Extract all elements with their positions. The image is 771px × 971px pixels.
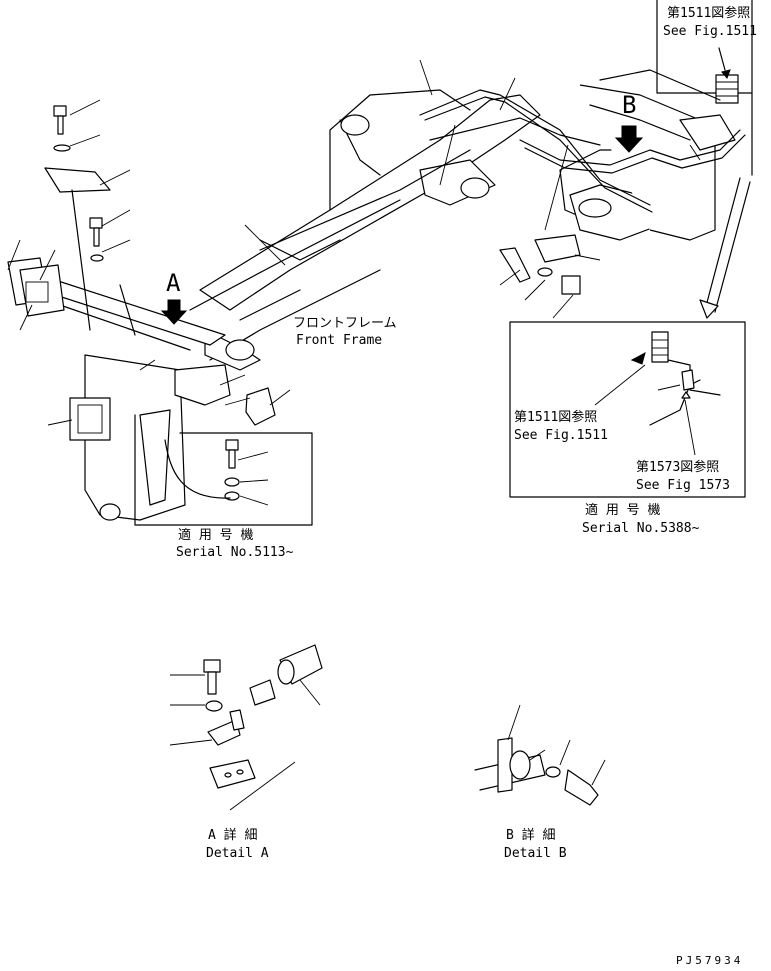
serial-box-left: [134, 414, 313, 526]
boom-assembly: [7, 69, 746, 521]
connector-icon: [715, 47, 739, 104]
detail-b-drawing: [474, 704, 606, 806]
top-reference-box: [656, 0, 753, 319]
box-right-ref1-jp: 第1511図参照: [514, 410, 598, 425]
serial-box-right: [509, 321, 746, 498]
top-ref-en: See Fig.1511: [663, 24, 757, 39]
serial-left-jp: 適 用 号 機: [178, 528, 254, 543]
serial-right-en: Serial No.5388~: [582, 521, 700, 536]
drawing-code: PJ57934: [676, 954, 744, 967]
callout-a-letter: A: [166, 269, 181, 297]
box-right-ref2-jp: 第1573図参照: [636, 460, 720, 475]
serial-left-en: Serial No.5113~: [176, 545, 294, 560]
detail-b-jp: B 詳 細: [506, 828, 556, 843]
leader-lines: [7, 59, 701, 426]
serial-right-jp: 適 用 号 機: [585, 503, 661, 518]
top-ref-jp: 第1511図参照: [667, 6, 751, 21]
front-frame-en: Front Frame: [296, 333, 383, 348]
box-right-ref1-en: See Fig.1511: [514, 428, 608, 443]
detail-a-drawing: [169, 644, 323, 811]
callout-b-letter: B: [622, 91, 637, 119]
detail-a-en: Detail A: [206, 846, 269, 861]
front-frame-jp: フロントフレーム: [293, 316, 397, 331]
detail-a-jp: A 詳 細: [208, 828, 258, 843]
box-right-ref2-en: See Fig 1573: [636, 478, 730, 493]
detail-b-en: Detail B: [504, 846, 567, 861]
